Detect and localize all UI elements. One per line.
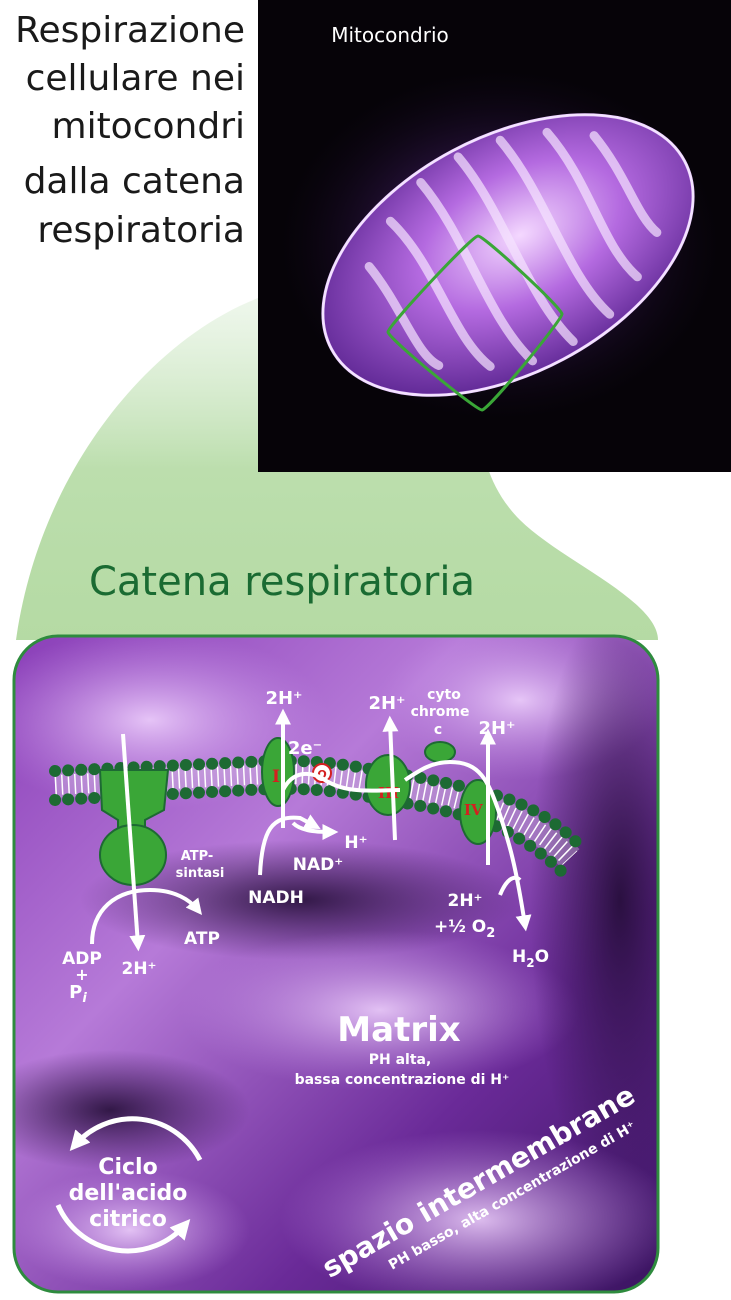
half-o2-text: +½ O bbox=[434, 917, 486, 937]
o2-subscript: 2 bbox=[486, 926, 495, 941]
atp-label: ATP bbox=[184, 929, 220, 949]
cytochrome-label-2: chrome bbox=[411, 704, 470, 720]
cycle-line-1: Ciclo bbox=[98, 1155, 157, 1180]
title-line-1: Respirazione bbox=[15, 10, 245, 51]
phosphate-subscript: i bbox=[82, 991, 87, 1006]
chain-labels: 2H⁺ 2e⁻ 2H⁺ cyto chrome c 2H⁺ H⁺ NAD⁺ NA… bbox=[62, 687, 549, 1006]
matrix-sub-1: PH alta, bbox=[369, 1052, 432, 1068]
cytochrome-label-1: cyto bbox=[427, 687, 461, 703]
chain-panel-border bbox=[12, 634, 660, 1294]
cycle-line-2: dell'acido bbox=[69, 1181, 188, 1206]
title-line-4: dalla catena bbox=[24, 161, 245, 202]
atp-synthase bbox=[98, 733, 170, 952]
h-plus-label: H⁺ bbox=[344, 833, 367, 853]
flow-arrows bbox=[90, 708, 532, 945]
h-plus-bottom: 2H⁺ bbox=[121, 959, 156, 979]
title-line-3: mitocondri bbox=[52, 106, 246, 147]
q-label: Q bbox=[317, 768, 326, 781]
atp-synthase-label-1: ATP- bbox=[181, 849, 214, 864]
complex-iii: III bbox=[365, 754, 411, 816]
nad-label: NAD⁺ bbox=[293, 855, 343, 875]
zoom-frame bbox=[386, 234, 564, 412]
plus-label: + bbox=[75, 965, 88, 984]
complex-i-label: I bbox=[272, 767, 280, 787]
title-line-2: cellulare nei bbox=[26, 58, 245, 99]
water-subscript: 2 bbox=[526, 956, 534, 970]
cytochrome-c bbox=[424, 741, 456, 763]
water-o: O bbox=[535, 947, 549, 967]
title-line-5: respiratoria bbox=[37, 210, 245, 251]
h-plus-iv: 2H⁺ bbox=[447, 891, 482, 911]
water-h: H bbox=[512, 947, 526, 967]
chain-panel bbox=[12, 634, 660, 1294]
matrix-title: Matrix bbox=[337, 1010, 460, 1050]
half-o2-label: +½ O2 bbox=[434, 917, 495, 941]
phosphate-p: P bbox=[69, 982, 82, 1003]
phosphate-label: Pi bbox=[69, 982, 87, 1006]
mitochondrion-label: Mitocondrio bbox=[331, 23, 449, 47]
cytochrome-label-3: c bbox=[434, 722, 442, 738]
h-plus-top-2: 2H⁺ bbox=[368, 693, 405, 714]
h-plus-top-1: 2H⁺ bbox=[265, 688, 302, 709]
complex-i: I bbox=[261, 737, 295, 807]
nadh-label: NADH bbox=[248, 888, 304, 908]
main-title: Respirazione cellulare nei mitocondri da… bbox=[15, 10, 245, 251]
chain-title: Catena respiratoria bbox=[89, 559, 475, 605]
complex-iii-label: III bbox=[378, 784, 399, 802]
h-plus-top-3: 2H⁺ bbox=[478, 718, 515, 739]
matrix-sub-2: bassa concentrazione di H⁺ bbox=[295, 1072, 510, 1088]
cycle-line-3: citrico bbox=[89, 1207, 167, 1232]
electrons-label: 2e⁻ bbox=[288, 738, 322, 759]
water-label: H2O bbox=[512, 947, 549, 970]
adp-label: ADP bbox=[62, 949, 102, 969]
atp-synthase-label-2: sintasi bbox=[176, 866, 225, 881]
complex-iv-label: IV bbox=[464, 801, 483, 819]
matrix-label-group: Matrix PH alta, bassa concentrazione di … bbox=[295, 1010, 510, 1088]
citric-acid-cycle: Ciclo dell'acido citrico bbox=[55, 1116, 203, 1254]
mitochondrion-image: Mitocondrio bbox=[258, 0, 731, 472]
